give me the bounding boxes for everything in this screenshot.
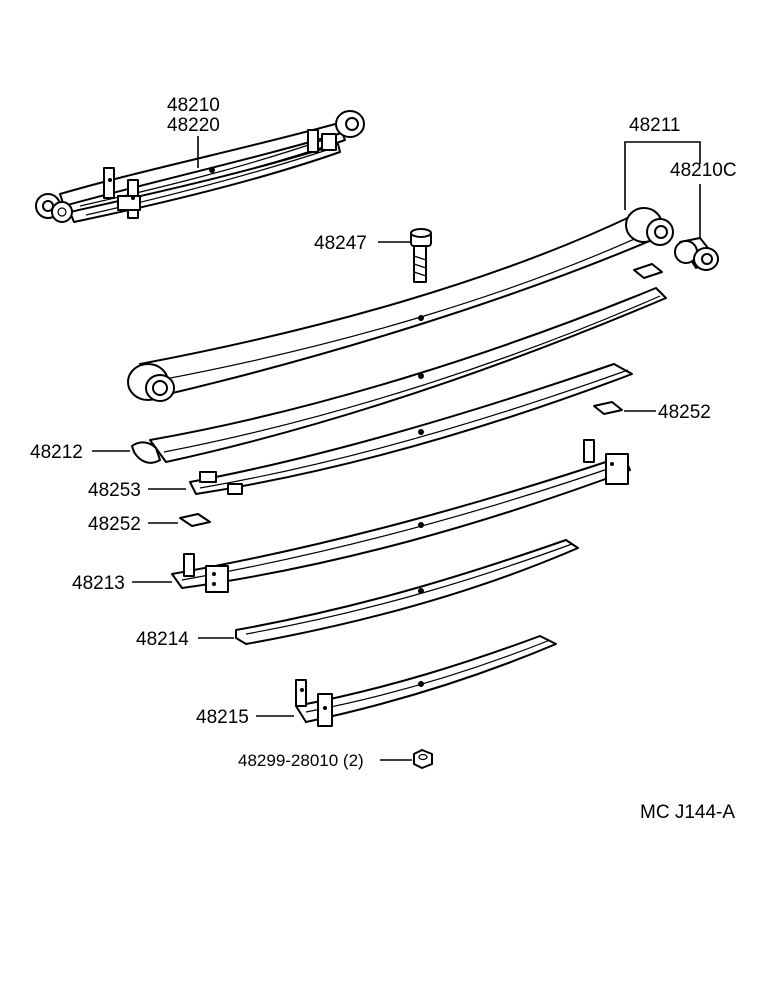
insert-pad-left[interactable] [179, 513, 211, 527]
insert-pad-right[interactable] [593, 401, 623, 415]
second-leaf-part-number: 48212 [30, 442, 83, 463]
fourth-leaf-part[interactable] [235, 539, 579, 645]
leaf-spring-assembly[interactable] [35, 110, 365, 223]
assembly-alt-part-number: 48220 [167, 115, 220, 136]
nut-part-number: 48299-28010 (2) [238, 751, 364, 770]
leaf-liner-part[interactable] [189, 363, 633, 495]
main-leaf-part[interactable] [127, 207, 674, 402]
main-leaf-part-number: 48211 [629, 115, 680, 136]
third-leaf-part[interactable] [171, 439, 631, 593]
bushing-part[interactable] [674, 237, 719, 271]
leaf-liner-part-number: 48253 [88, 480, 141, 501]
assembly-part-number: 48210 [167, 95, 220, 116]
center-bolt-part-number: 48247 [314, 233, 367, 254]
insert-pad-upper[interactable] [633, 263, 663, 279]
insert-right-part-number: 48252 [658, 402, 711, 423]
diagram-code: MC J144-A [640, 802, 735, 823]
insert-left-part-number: 48252 [88, 514, 141, 535]
center-bolt-part[interactable] [410, 228, 432, 283]
nut-part[interactable] [413, 749, 433, 769]
bushing-part-number: 48210C [670, 160, 737, 181]
second-leaf-part[interactable] [131, 287, 667, 464]
fifth-leaf-part-number: 48215 [196, 707, 249, 728]
fifth-leaf-part[interactable] [295, 635, 557, 727]
third-leaf-part-number: 48213 [72, 573, 125, 594]
fourth-leaf-part-number: 48214 [136, 629, 189, 650]
